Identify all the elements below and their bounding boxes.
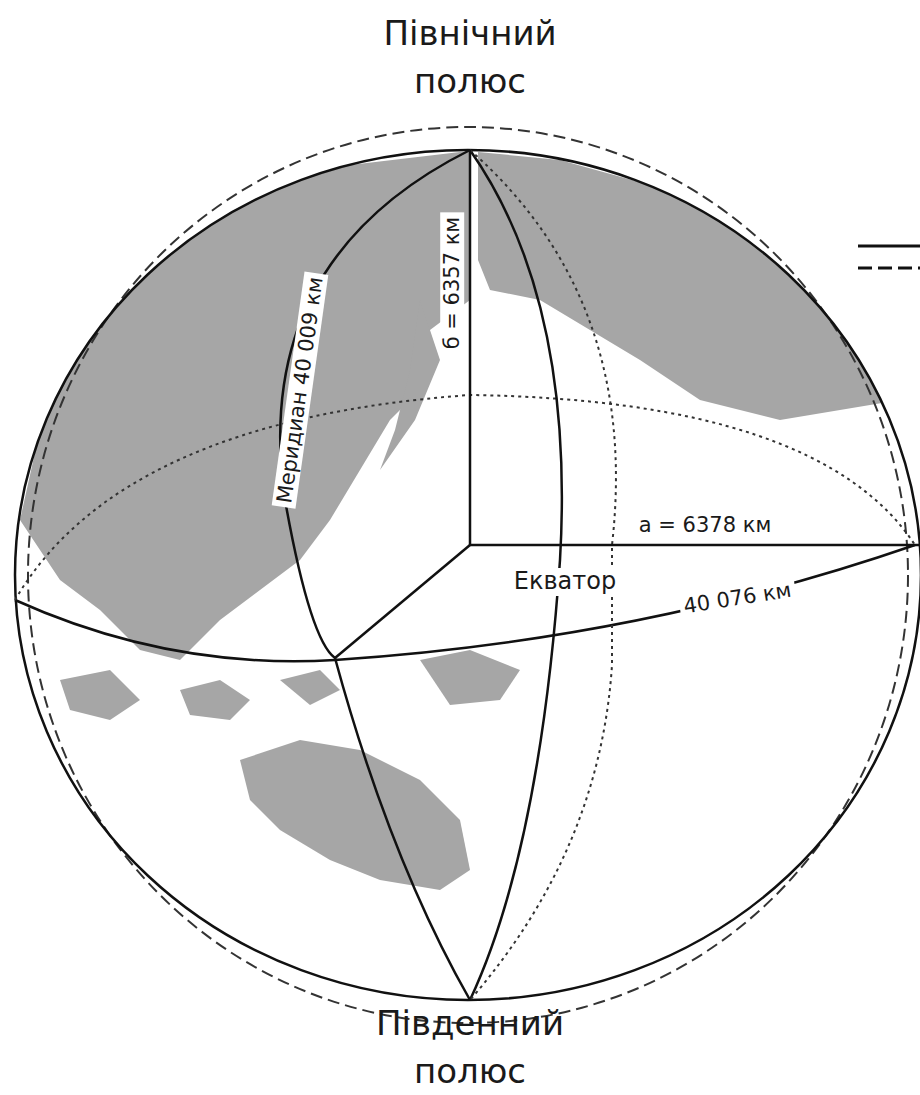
equator-label: Екватор: [510, 568, 620, 596]
length-label: 40 076 км: [677, 577, 796, 619]
radius-label: a = 6378 км: [635, 513, 775, 537]
pole-label: Північний полюс: [355, 10, 585, 105]
radius-label: б = 6357 км: [440, 213, 464, 354]
pole-label: Південний полюс: [345, 1000, 595, 1095]
